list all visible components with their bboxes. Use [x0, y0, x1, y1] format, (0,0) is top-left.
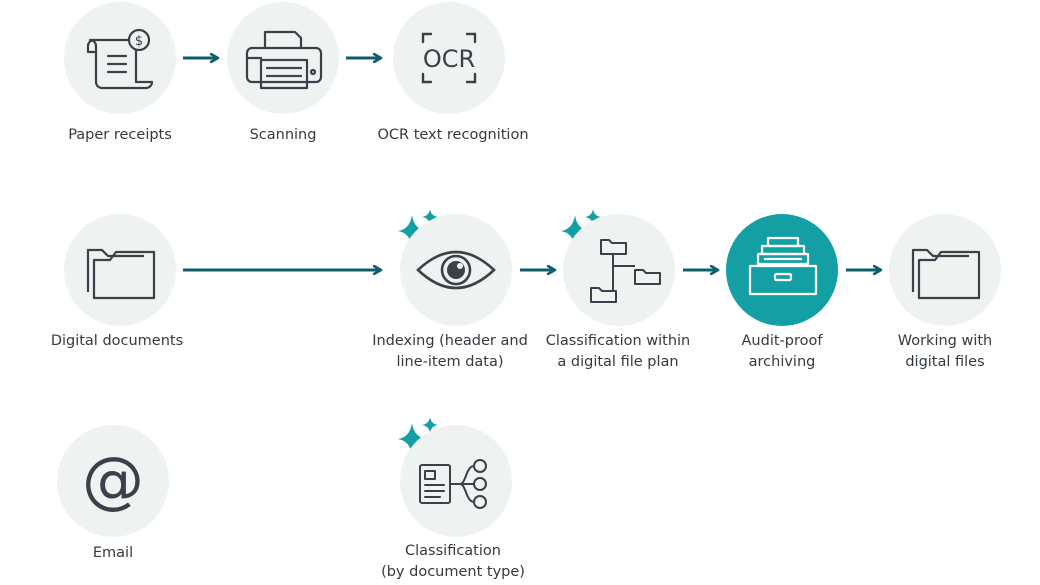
indexing-label: Indexing (header and line-item data) — [372, 333, 528, 370]
archiving-node — [726, 214, 838, 326]
svg-text:@: @ — [82, 443, 144, 516]
ocr-icon-text: OCR — [423, 45, 475, 73]
scanner-icon — [245, 30, 323, 90]
ocr-icon: OCR — [421, 32, 477, 84]
ocr-label: OCR text recognition — [377, 127, 529, 143]
svg-text:$: $ — [135, 34, 143, 49]
document-branch-icon — [419, 459, 487, 509]
ai-sparkle-icon — [398, 417, 438, 455]
classification-type-node — [400, 425, 512, 537]
indexing-node — [400, 214, 512, 326]
digital-documents-label: Digital documents — [50, 333, 184, 349]
folder-icon — [911, 248, 981, 300]
folder-icon — [86, 248, 156, 300]
digital-documents-node — [64, 214, 176, 326]
eye-icon — [416, 250, 496, 290]
classification-plan-label: Classification within a digital file pla… — [545, 333, 691, 370]
scanning-node — [227, 2, 339, 114]
paper-receipts-label: Paper receipts — [68, 127, 172, 143]
archive-box-icon — [748, 236, 818, 296]
ai-sparkle-icon — [561, 209, 601, 247]
archiving-label: Audit-proof archiving — [741, 333, 823, 370]
scanning-label: Scanning — [249, 127, 317, 143]
email-label: Email — [92, 545, 134, 561]
ocr-node: OCR — [393, 2, 505, 114]
receipt-icon: $ — [86, 28, 154, 90]
paper-receipts-node: $ — [64, 2, 176, 114]
working-label: Working with digital files — [897, 333, 993, 370]
working-node — [889, 214, 1001, 326]
folder-tree-icon — [590, 239, 661, 303]
ai-sparkle-icon — [398, 209, 438, 247]
classification-plan-node — [563, 214, 675, 326]
classification-type-label: Classification (by document type) — [381, 543, 525, 580]
email-node: @ — [57, 425, 169, 537]
at-sign-icon: @ — [82, 443, 144, 516]
